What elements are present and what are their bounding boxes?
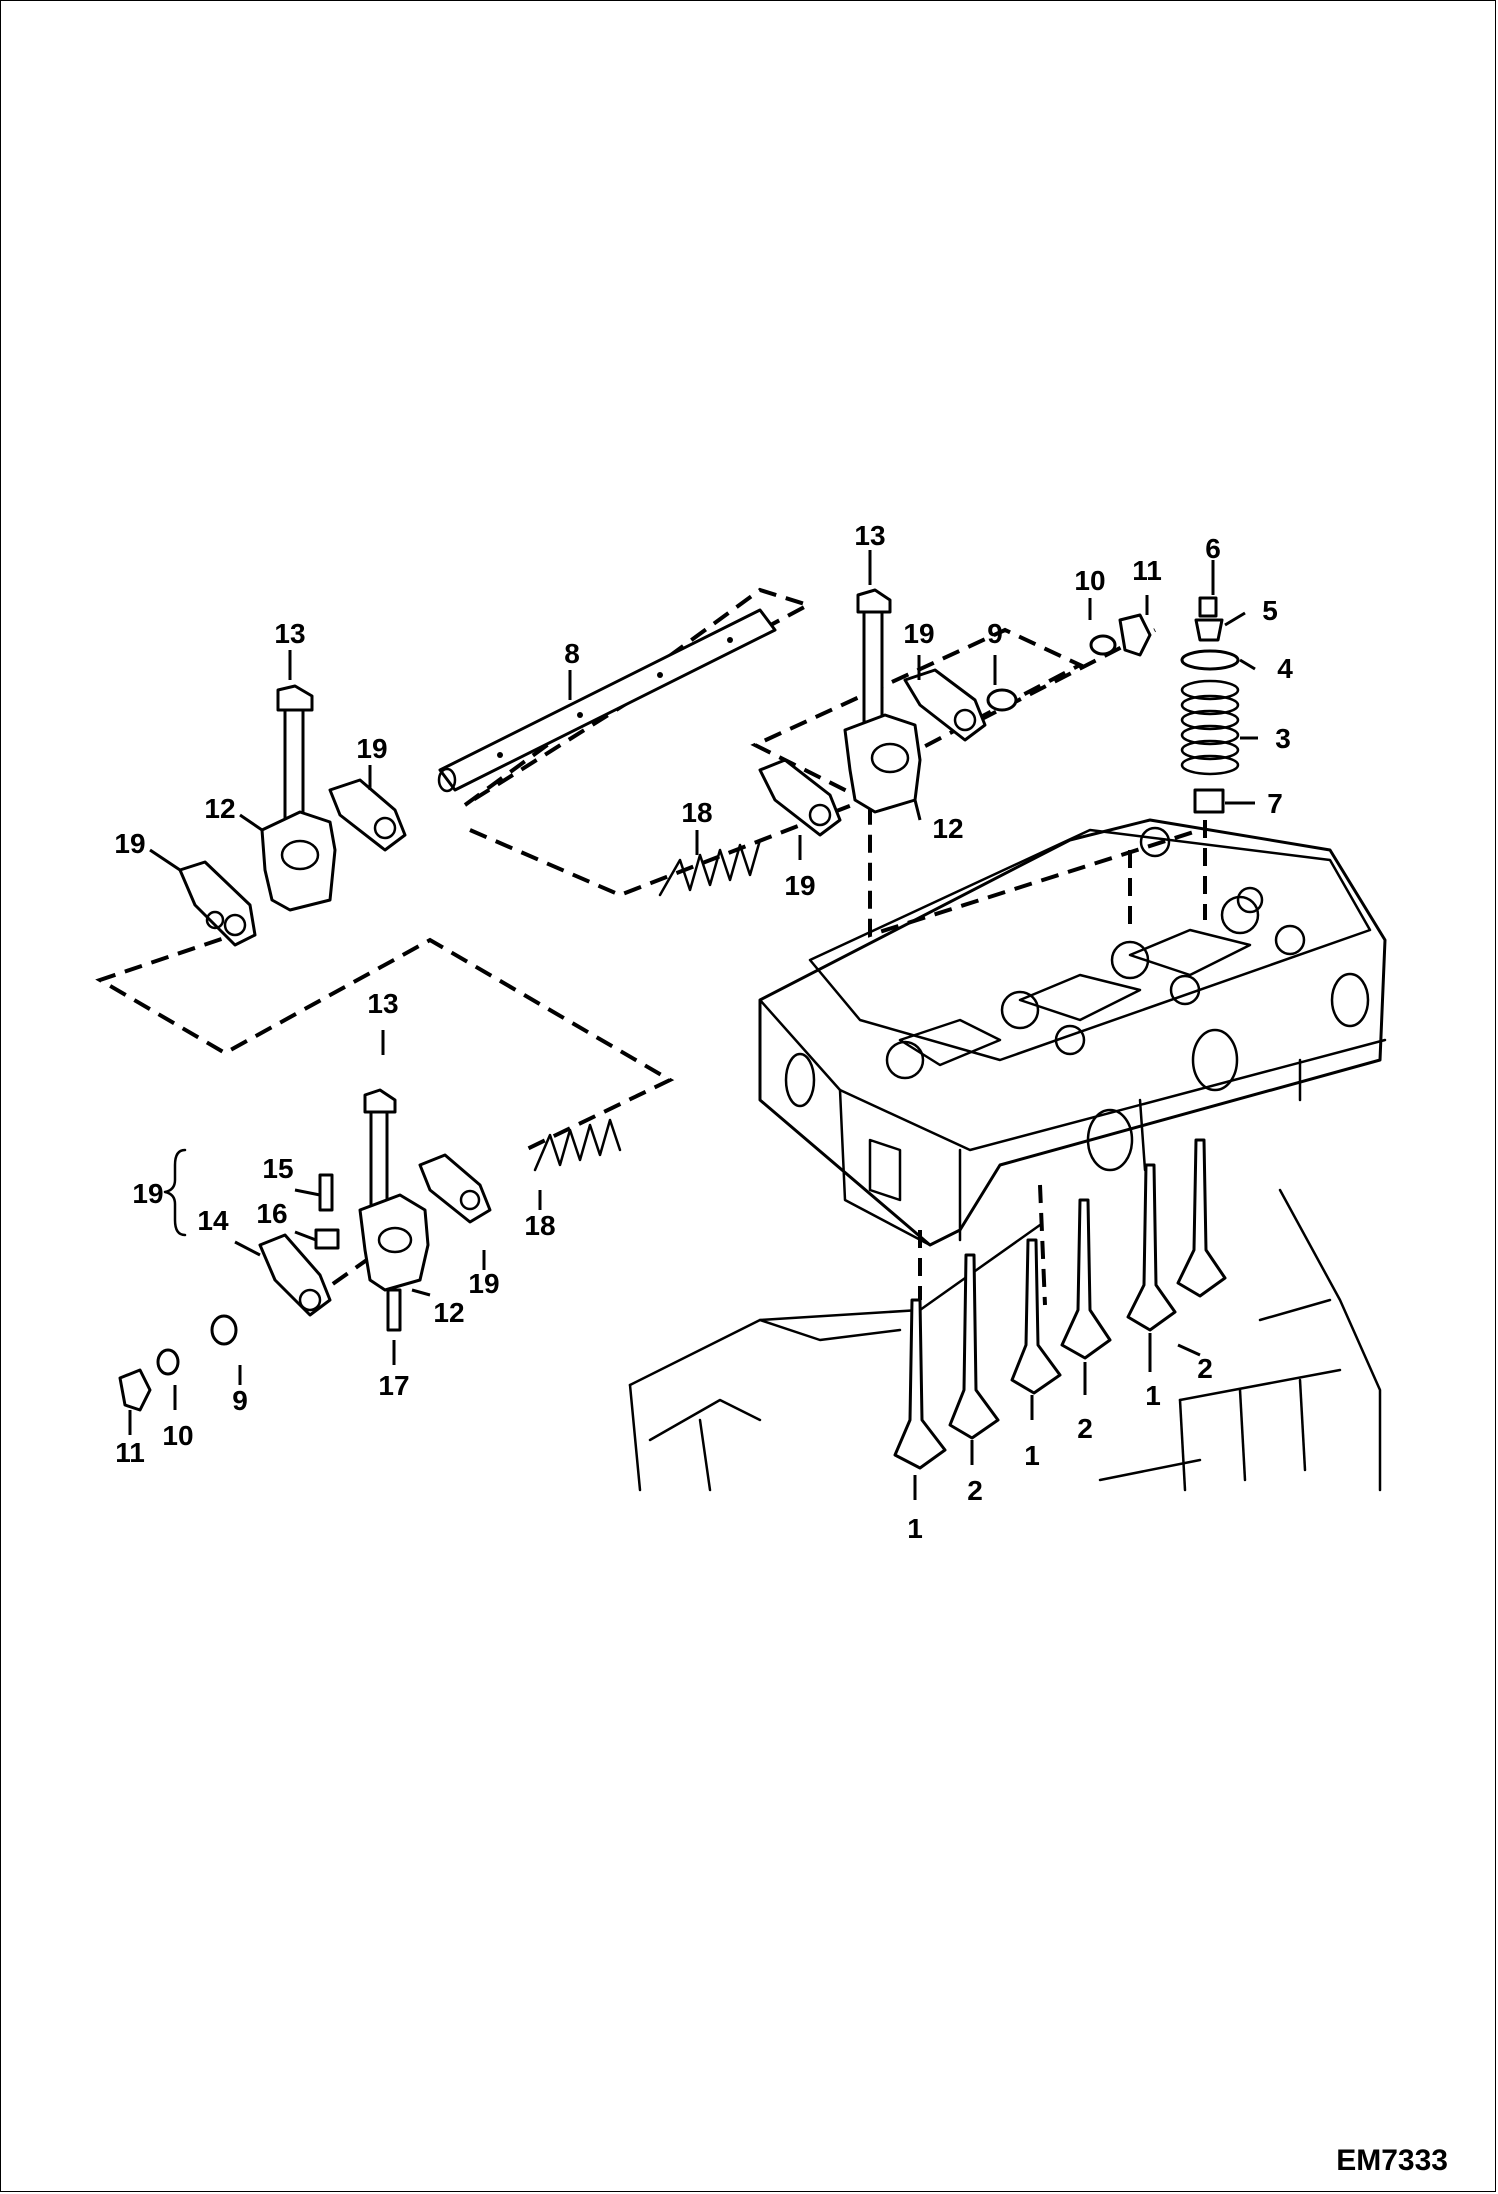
callout-2: 2 xyxy=(1197,1353,1213,1384)
callout-19: 19 xyxy=(114,828,145,859)
callout-12: 12 xyxy=(932,813,963,844)
callout-2: 2 xyxy=(1077,1413,1093,1444)
group-brace xyxy=(163,1148,187,1237)
callout-19: 19 xyxy=(468,1268,499,1299)
rocker-shaft xyxy=(437,608,777,793)
figure-code: EM7333 xyxy=(1336,2144,1448,2177)
callout-12: 12 xyxy=(204,793,235,824)
engine-block xyxy=(628,1188,1382,1492)
callout-18: 18 xyxy=(524,1210,555,1241)
valves xyxy=(893,1138,1227,1470)
callout-17: 17 xyxy=(378,1370,409,1401)
callout-19: 19 xyxy=(903,618,934,649)
callout-1: 1 xyxy=(1024,1440,1040,1471)
callout-6: 6 xyxy=(1205,533,1221,564)
callout-13: 13 xyxy=(274,618,305,649)
callout-11: 11 xyxy=(1132,555,1162,586)
callout-2: 2 xyxy=(967,1475,983,1506)
rocker-group-left xyxy=(178,684,407,947)
callout-labels: 13 8 19 12 19 13 19 9 10 11 6 5 4 3 7 18… xyxy=(114,520,1448,2177)
callout-11: 11 xyxy=(115,1437,145,1468)
callout-8: 8 xyxy=(564,638,580,669)
callout-18: 18 xyxy=(681,797,712,828)
callout-9: 9 xyxy=(232,1385,248,1416)
callout-13: 13 xyxy=(854,520,885,551)
cylinder-head xyxy=(758,818,1387,1247)
callout-3: 3 xyxy=(1275,723,1291,754)
callout-4: 4 xyxy=(1277,653,1293,684)
callout-1: 1 xyxy=(907,1513,923,1544)
callout-1: 1 xyxy=(1145,1380,1161,1411)
leader-lines xyxy=(128,550,1258,1500)
rocker-group-lower xyxy=(118,1088,622,1412)
callout-19: 19 xyxy=(132,1178,163,1209)
callout-10: 10 xyxy=(162,1420,193,1451)
callout-13: 13 xyxy=(367,988,398,1019)
callout-12: 12 xyxy=(433,1297,464,1328)
callout-19: 19 xyxy=(784,870,815,901)
callout-9: 9 xyxy=(987,618,1003,649)
callout-15: 15 xyxy=(262,1153,293,1184)
callout-19: 19 xyxy=(356,733,387,764)
callout-7: 7 xyxy=(1267,788,1283,819)
callout-10: 10 xyxy=(1074,565,1105,596)
callout-5: 5 xyxy=(1262,595,1278,626)
callout-16: 16 xyxy=(256,1198,287,1229)
valve-spring-assembly xyxy=(1180,596,1240,814)
callout-14: 14 xyxy=(197,1205,229,1236)
